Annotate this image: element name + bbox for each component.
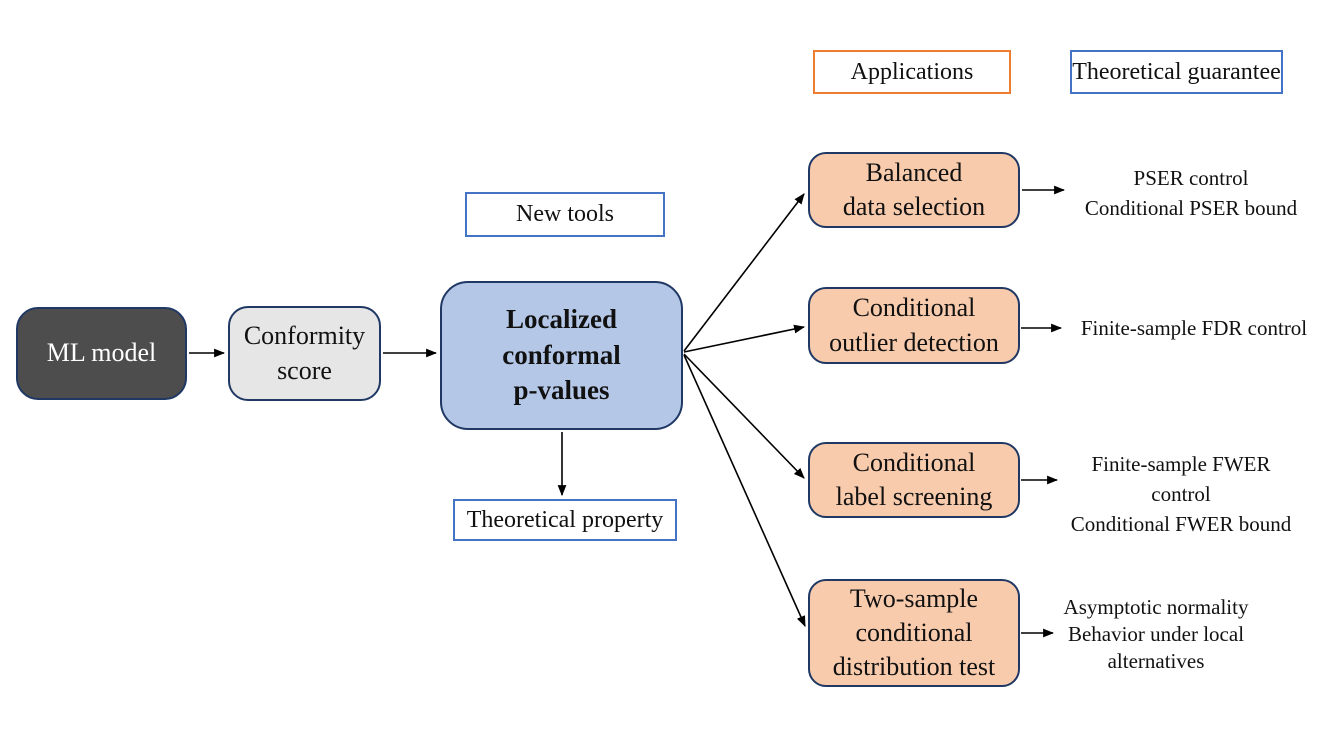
new-tools-label: New tools	[465, 192, 665, 237]
theoretical-guarantee-label-text: Theoretical guarantee	[1072, 58, 1281, 85]
arrow-fan-to-conditional-outlier-detection	[683, 324, 806, 353]
conformity-score-node: Conformity score	[228, 306, 381, 401]
application-node-conditional-label-screening: Conditional label screening	[808, 442, 1020, 518]
guarantee-text-pser: PSER control Conditional PSER bound	[1084, 166, 1298, 220]
application-node-two-sample-conditional-distribution-test: Two-sample conditional distribution test	[808, 579, 1020, 687]
applications-label: Applications	[813, 50, 1011, 94]
arrow-fan-to-balanced-data-selection	[683, 193, 805, 352]
guarantee-text-fwer: Finite-sample FWER control Conditional F…	[1070, 452, 1292, 536]
theoretical-property-label: Theoretical property	[453, 499, 677, 541]
application-node-balanced-data-selection: Balanced data selection	[808, 152, 1020, 228]
arrow-fan-to-two-sample-test	[683, 354, 806, 628]
arrow-fan-to-conditional-label-screening	[683, 353, 805, 479]
new-tools-label-text: New tools	[516, 201, 614, 227]
guarantee-text-fdr: Finite-sample FDR control	[1080, 316, 1308, 340]
theoretical-property-label-text: Theoretical property	[466, 506, 664, 533]
localized-conformal-pvalues-node: Localized conformal p-values	[440, 281, 683, 430]
theoretical-guarantee-label: Theoretical guarantee	[1070, 50, 1283, 94]
guarantee-text-asymptotic: Asymptotic normality Behavior under loca…	[1063, 595, 1249, 673]
ml-model-node: ML model	[16, 307, 187, 400]
applications-label-text: Applications	[850, 58, 974, 85]
application-node-conditional-outlier-detection: Conditional outlier detection	[808, 287, 1020, 364]
